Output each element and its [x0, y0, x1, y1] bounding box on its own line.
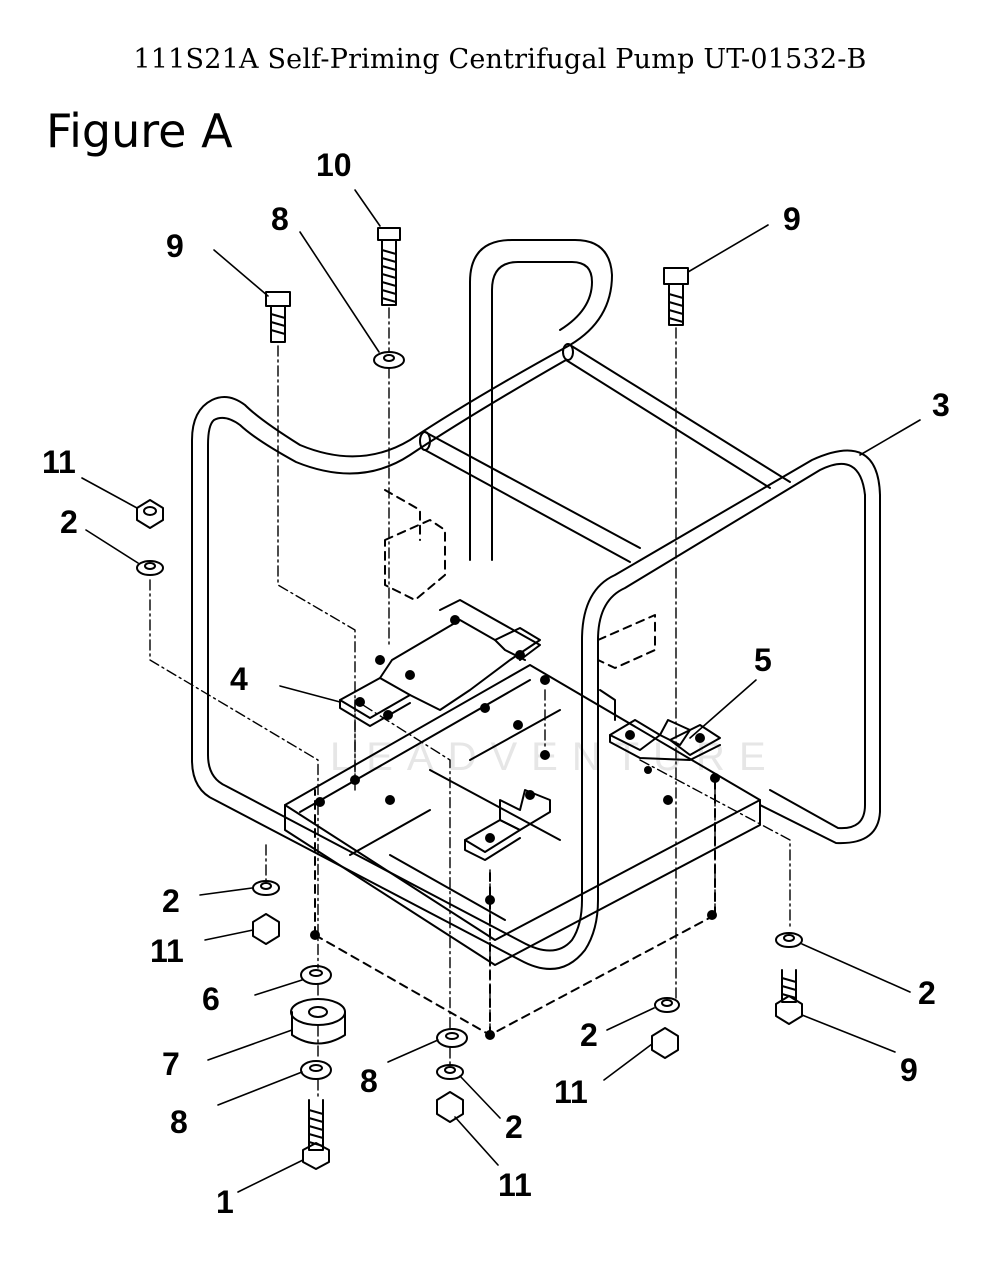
- callout-11-lower-right: 11: [554, 1074, 588, 1110]
- leader-lines: [81, 189, 921, 1193]
- callout-10: 10: [316, 147, 352, 183]
- callout-7: 7: [162, 1046, 180, 1082]
- callout-4: 4: [230, 661, 248, 697]
- frame-rear-loop: [469, 239, 613, 561]
- bolt-10: [377, 227, 401, 306]
- lockwasher-2-lower-left: [252, 880, 280, 896]
- rubber-mount-7: [290, 998, 346, 1045]
- nut-11-lower-left: [252, 913, 280, 945]
- callout-2-left: 2: [60, 504, 78, 540]
- callout-9-top-right: 9: [783, 201, 801, 237]
- callout-11-lower-left: 11: [150, 933, 184, 969]
- frame-crossbars: [419, 343, 791, 563]
- lockwasher-2-right: [775, 932, 803, 948]
- lockwasher-2-lower-right: [654, 997, 680, 1013]
- page-title: 111S21A Self-Priming Centrifugal Pump UT…: [133, 44, 867, 75]
- bolt-9-lower-right: [775, 969, 803, 1025]
- callout-2-lower-center: 2: [505, 1109, 523, 1145]
- callout-6: 6: [202, 981, 220, 1017]
- callout-8-lower-center: 8: [360, 1063, 378, 1099]
- washer-8-lower-center: [436, 1028, 468, 1048]
- callout-9-top-left: 9: [166, 228, 184, 264]
- callout-2-lower-left: 2: [162, 883, 180, 919]
- callout-8-top: 8: [271, 201, 289, 237]
- base-plate: [284, 664, 761, 966]
- callout-9-lower-right: 9: [900, 1052, 918, 1088]
- callout-3: 3: [932, 387, 950, 423]
- bracket-holes: [355, 615, 525, 720]
- engine-bracket: [339, 599, 541, 727]
- callout-11-left: 11: [42, 444, 76, 480]
- bolt-9-top-right: [663, 267, 689, 326]
- frame-front-left-loop: [191, 344, 881, 970]
- callout-5: 5: [754, 642, 772, 678]
- pump-bracket-center: [464, 789, 551, 861]
- frame-front-right-loop: [759, 494, 881, 845]
- callout-2-right: 2: [918, 975, 936, 1011]
- assembly-centerlines: [149, 307, 791, 1099]
- figure-label: Figure A: [46, 104, 233, 158]
- callout-2-lower-right: 2: [580, 1017, 598, 1053]
- nut-11-left: [136, 499, 164, 529]
- callout-1: 1: [216, 1184, 234, 1220]
- washer-8-top: [373, 351, 405, 369]
- nut-11-lower-right: [651, 1027, 679, 1059]
- lockwasher-2-lower-center: [436, 1064, 464, 1080]
- bolt-9-top-left: [265, 291, 291, 343]
- callout-8-lower-left: 8: [170, 1104, 188, 1140]
- nut-11-lower-center: [436, 1091, 464, 1123]
- lockwasher-2-left: [136, 560, 164, 576]
- callout-11-lower-center: 11: [498, 1167, 532, 1203]
- pump-bracket-right: [609, 719, 721, 761]
- washer-6: [300, 965, 332, 985]
- washer-8-lower-left: [300, 1060, 332, 1080]
- bolt-1: [302, 1099, 330, 1170]
